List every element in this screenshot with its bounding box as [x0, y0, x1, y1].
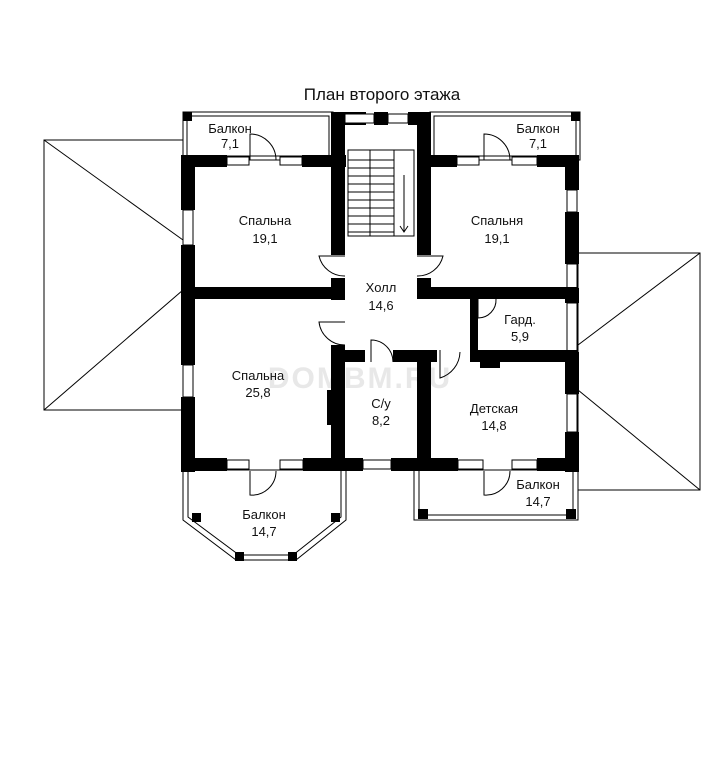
balcony-top-left-railing [182, 111, 334, 161]
balcony-top-right-area: 7,1 [529, 136, 547, 151]
balcony-top-right-name: Балкон [516, 121, 560, 136]
balcony-bottom-right-name: Балкон [516, 477, 560, 492]
bathroom-name: С/у [371, 396, 391, 411]
exterior-walls [181, 112, 579, 472]
balcony-bottom-right-area: 14,7 [525, 494, 550, 509]
plan-title: План второго этажа [304, 85, 461, 104]
bathroom-area: 8,2 [372, 413, 390, 428]
hall-area: 14,6 [368, 298, 393, 313]
balcony-bottom-left-area: 14,7 [251, 524, 276, 539]
roof-left [43, 139, 184, 411]
staircase [347, 149, 415, 237]
bedroom-top-right-area: 19,1 [484, 231, 509, 246]
kids-room-name: Детская [470, 401, 518, 416]
windows [182, 113, 578, 470]
bedroom-top-left-area: 19,1 [252, 231, 277, 246]
doors [249, 133, 511, 496]
interior-walls [181, 155, 578, 471]
wardrobe-name: Гард. [504, 312, 536, 327]
bedroom-top-right-name: Спальня [471, 213, 523, 228]
bedroom-large-name: Спальна [232, 368, 285, 383]
bedroom-top-left-name: Спальна [239, 213, 292, 228]
balcony-bottom-right-railing [413, 469, 579, 521]
room-labels: Балкон 7,1 Балкон 7,1 Спальна 19,1 Спаль… [208, 121, 560, 539]
balcony-top-left-name: Балкон [208, 121, 252, 136]
kids-room-area: 14,8 [481, 418, 506, 433]
balcony-bottom-left-name: Балкон [242, 507, 286, 522]
wardrobe-area: 5,9 [511, 329, 529, 344]
balcony-top-left-area: 7,1 [221, 136, 239, 151]
balcony-top-right-railing [429, 111, 581, 161]
bedroom-large-area: 25,8 [245, 385, 270, 400]
roof-right [577, 252, 701, 491]
hall-name: Холл [366, 280, 397, 295]
